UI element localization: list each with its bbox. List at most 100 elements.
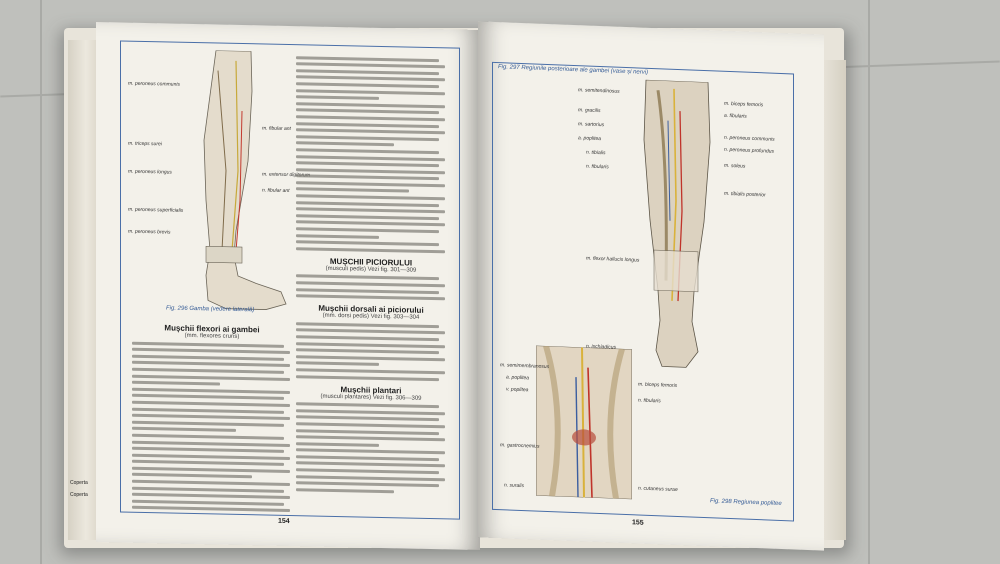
body-text-line [296, 294, 445, 301]
fig-label: n. tibialis [586, 149, 606, 157]
body-text-line [132, 479, 291, 487]
body-text-line [132, 413, 291, 421]
page-number: 154 [278, 517, 290, 526]
body-text-line [296, 101, 445, 109]
fig-label: a. poplitea [578, 135, 602, 143]
body-text-line [296, 354, 445, 362]
leg-lateral-illustration [203, 50, 287, 310]
fig-label: m. peroneus communis [128, 80, 180, 88]
body-text-line [296, 468, 439, 475]
left-text-column: Mușchii flexori ai gambei (mm. flexores … [132, 323, 292, 516]
body-text-line [132, 347, 291, 355]
body-text-line [132, 440, 291, 447]
body-text-line [296, 121, 439, 128]
body-text-line [296, 281, 445, 288]
body-text-line [296, 220, 445, 227]
body-text-line [132, 341, 284, 348]
body-text-line [296, 240, 439, 247]
floor-tile-seam [40, 0, 42, 564]
floor-tile-seam [868, 0, 870, 564]
body-text-line [132, 460, 284, 467]
body-text-line [296, 174, 439, 181]
body-text-line [296, 408, 445, 415]
body-text-line [132, 466, 291, 473]
right-page: Fig. 297 Regiunile posterioare ale gambe… [478, 21, 824, 551]
body-text-line [296, 488, 394, 494]
fig-label: m. sartorius [578, 121, 605, 129]
body-text-line [296, 194, 445, 201]
fig-label: n. fibular ant [262, 187, 290, 195]
body-text-line [296, 448, 445, 455]
popliteal-illustration [536, 345, 632, 500]
fig-label: m. peroneus longus [128, 168, 172, 176]
page-number: 155 [632, 519, 644, 527]
body-text-line [296, 435, 445, 442]
body-text-line [132, 400, 291, 407]
body-text-line [296, 148, 439, 155]
body-text-line [296, 68, 439, 75]
body-text-line [296, 181, 445, 188]
body-text-line [132, 506, 291, 513]
body-text-line [132, 387, 291, 394]
fig-label: v. poplitea [506, 386, 529, 394]
page-edges-right [820, 60, 846, 540]
body-text-line [296, 441, 379, 447]
fig-label: n. fibularis [586, 163, 609, 171]
body-text-line [132, 380, 220, 386]
body-text-line [296, 233, 379, 239]
body-text-line [296, 422, 445, 429]
fig-label: n. suralis [504, 482, 525, 490]
body-text-line [296, 368, 445, 375]
body-text-line [296, 374, 439, 381]
body-text-line [132, 433, 284, 440]
body-text-line [132, 486, 284, 493]
fig-label: m. peroneus superficialis [128, 206, 184, 214]
fig-label: m. soleus [724, 162, 746, 170]
fig-label: a. poplitea [506, 374, 530, 382]
body-text-line [296, 134, 439, 141]
body-text-line [296, 82, 439, 89]
body-text-line [296, 341, 445, 348]
body-text-line [296, 428, 439, 435]
body-text-line [132, 374, 291, 381]
posterior-leg-illustration [643, 79, 711, 368]
body-text-line [132, 453, 291, 460]
body-text-line [132, 354, 284, 361]
fig-label: n. fibularis [638, 397, 661, 405]
fig-label: m. peroneus brevis [128, 228, 171, 236]
body-text-line [296, 200, 439, 207]
body-text-line [296, 55, 439, 62]
body-text-line [296, 328, 445, 335]
right-text-column: MUȘCHII PICIORULUI (musculi pedis) Vezi … [296, 52, 446, 498]
cover-edge-text: Coperta [70, 480, 88, 486]
cover-edge-text: Coperta [70, 492, 88, 498]
body-text-line [296, 167, 445, 174]
body-text-line [296, 474, 445, 481]
body-text-line [296, 481, 439, 488]
fig-label: n. ischiadicus [586, 343, 617, 351]
body-text-line [296, 154, 445, 161]
body-text-line [296, 227, 439, 234]
body-text-line [296, 361, 379, 367]
body-text-line [132, 420, 284, 427]
body-text-line [132, 361, 291, 368]
body-text-line [132, 407, 284, 414]
fig-label: m. fibular ant [262, 125, 291, 133]
body-text-line [296, 321, 439, 328]
body-text-line [296, 187, 409, 193]
page-edges-left [68, 40, 98, 540]
body-text-line [296, 62, 445, 69]
body-text-line [132, 394, 284, 401]
body-text-line [296, 141, 394, 147]
body-text-line [296, 455, 439, 462]
body-text-line [296, 335, 439, 342]
body-text-line [132, 367, 284, 374]
body-text-line [296, 161, 439, 168]
body-text-line [296, 75, 445, 82]
left-page: m. peroneus communis m. triceps surei m.… [96, 21, 480, 551]
body-text-line [296, 246, 445, 254]
body-text-line [132, 492, 291, 500]
body-text-line [132, 499, 284, 506]
fig-label: m. gracilis [578, 107, 601, 115]
body-text-line [132, 473, 252, 479]
